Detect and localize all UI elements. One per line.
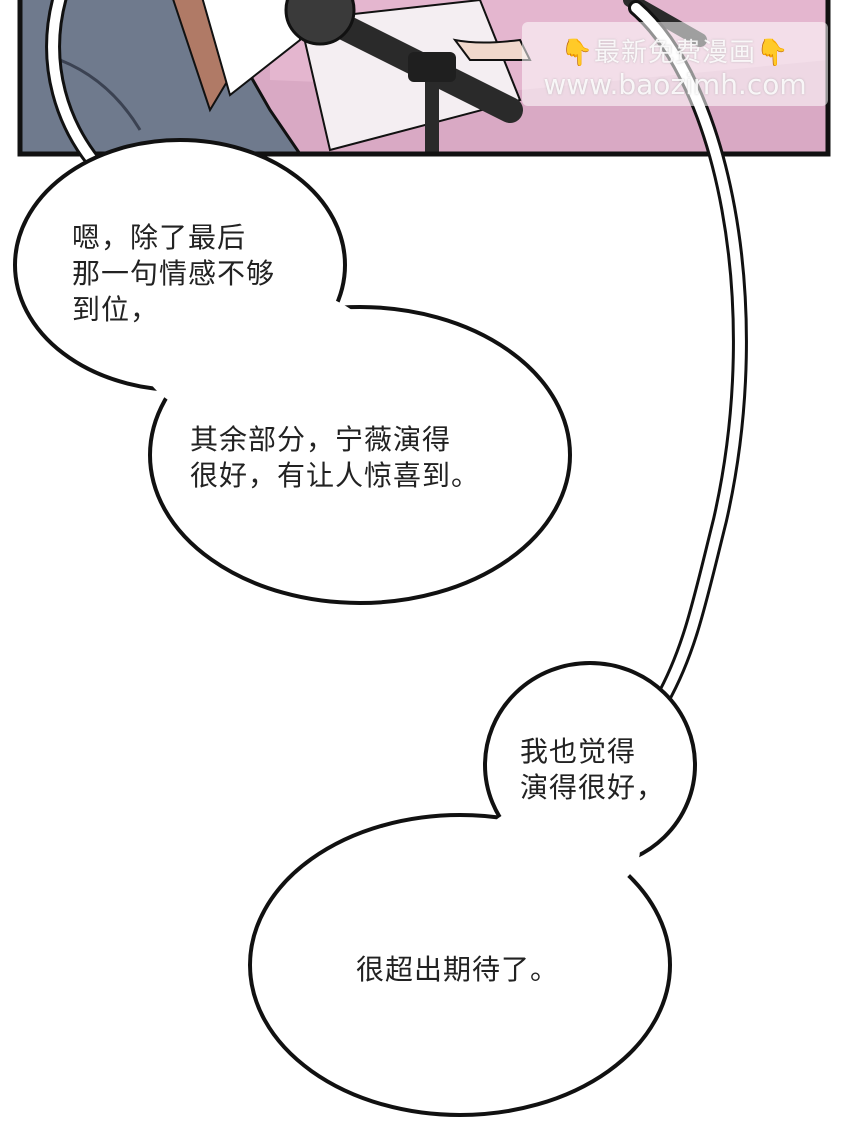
bubble-line: 我也觉得 xyxy=(520,735,637,768)
bubble-line: 那一句情感不够 xyxy=(72,257,276,290)
watermark-title: 最新免费漫画 xyxy=(593,38,756,68)
site-watermark: 👇最新免费漫画👇 www.baozimh.com xyxy=(522,22,828,106)
bubble-line: 很好，有让人惊喜到。 xyxy=(190,459,481,492)
bubble-text-middle: 其余部分，宁薇演得 很好，有让人惊喜到。 xyxy=(190,422,480,494)
bubble-text-bottom-right-large: 很超出期待了。 xyxy=(356,952,559,988)
pointing-down-hand-icon: 👇 xyxy=(560,38,594,68)
bubble-line: 嗯，除了最后 xyxy=(72,221,247,254)
pointing-down-hand-icon: 👇 xyxy=(756,38,790,68)
shirt-collar xyxy=(201,0,301,97)
bubble-line: 到位， xyxy=(72,293,160,326)
bubble-text-top-left: 嗯，除了最后 那一句情感不够 到位， xyxy=(72,220,275,328)
watermark-url: www.baozimh.com xyxy=(543,68,807,101)
bubble-line: 很超出期待了。 xyxy=(356,953,560,986)
bubble-line: 其余部分，宁薇演得 xyxy=(190,423,452,456)
bubble-line: 演得很好， xyxy=(520,771,666,804)
panel-border xyxy=(17,0,831,157)
bubble-text-bottom-right-small: 我也觉得 演得很好， xyxy=(520,734,665,806)
watermark-title-row: 👇最新免费漫画👇 xyxy=(522,32,828,69)
